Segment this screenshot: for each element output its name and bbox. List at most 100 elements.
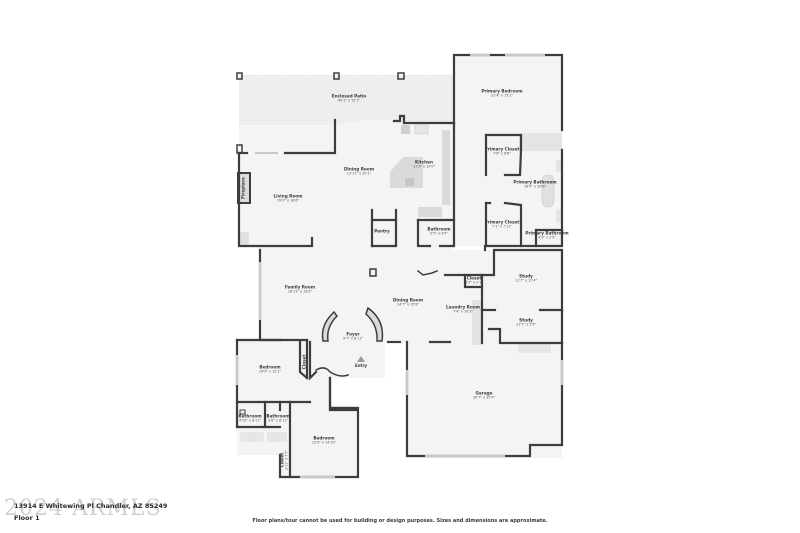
room-name: Bedroom [259, 364, 281, 370]
room-dimensions: 30'7" x 25'4" [472, 395, 496, 400]
room-dimensions: 5'5" x 4'9" [430, 231, 448, 236]
kitchen-counter-bottom [418, 207, 442, 217]
range [414, 124, 429, 135]
room-dimensions: 14'7" x 15'8" [396, 302, 420, 307]
room-dimensions: 11'7" x 5'9" [516, 322, 536, 327]
disclaimer: Floor plans/tour cannot be used for buil… [252, 518, 548, 524]
room-name: Study [519, 317, 533, 323]
room-dimensions: 3'2" x 2'1" [465, 280, 483, 285]
room-dimensions: 9'7" x 8'11" [343, 336, 363, 341]
room-dimensions: 18'11" x 18'2" [287, 289, 313, 294]
room-dimensions: 4'10" x 8'11" [238, 418, 262, 423]
room-name: Bathroom [427, 226, 451, 232]
foyer-arc-right [365, 306, 384, 342]
laundry-counter [472, 300, 482, 345]
room-dimensions: 21'4" x 15'2" [490, 93, 514, 98]
entry-icon [357, 356, 365, 362]
room-label-closet-2: Closet [301, 354, 308, 370]
room-name: Primary Bathroom [525, 230, 569, 236]
room-dimensions: 3'6" x 8'11" [268, 418, 288, 423]
closet-shelf [518, 343, 551, 353]
entry-label: Entry [354, 363, 368, 368]
room-name: Bedroom [313, 435, 335, 441]
bathtub [541, 174, 555, 208]
walls [235, 53, 564, 479]
foyer-arc-left [321, 310, 338, 342]
room-name: Bathroom [266, 413, 290, 419]
room-name: Pantry [374, 228, 390, 234]
fridge [401, 125, 410, 134]
living-corner [239, 232, 249, 246]
room-name: Bathroom [238, 413, 262, 419]
floor-label: Floor 1 [14, 514, 40, 522]
room-dimensions: 11'3" x 19'0" [412, 164, 436, 169]
room-name: Dining Room [392, 297, 424, 303]
room-name: Garage [475, 390, 493, 396]
windows [236, 54, 563, 478]
room-dimensions: 11'7" x 12'4" [514, 278, 538, 283]
room-name: Closet [466, 275, 482, 281]
room-dimensions: 7'6" x 8'6" [493, 151, 511, 156]
vanity-2 [556, 210, 562, 222]
room-name: Primary Closet [484, 146, 520, 152]
kitchen-counter [442, 130, 450, 205]
room-name: Dining Room [343, 166, 375, 172]
room-dimensions: 4'9" x 2'9" [538, 235, 556, 240]
vanity-3 [267, 432, 287, 442]
room-name: Primary Bedroom [481, 88, 523, 94]
room-dimensions: 16'0" x 20'6" [523, 184, 547, 189]
room-dimensions: 12'0" x 14'10" [311, 440, 337, 445]
room-name: Kitchen [415, 159, 433, 165]
room-name: Foyer [346, 331, 360, 337]
room-name: Family Room [284, 284, 316, 290]
room-dimensions: 2'11" x 7'7" [284, 450, 289, 470]
room-label-fireplace: Fireplace [240, 177, 247, 199]
vanity-1 [556, 160, 562, 172]
fixtures [237, 124, 562, 442]
room-name: Study [519, 273, 533, 279]
room-dimensions: 7'4" x 10'3" [453, 309, 473, 314]
bath-tub-2 [240, 432, 264, 442]
room-name: Laundry Room [445, 304, 481, 310]
room-name: Fireplace [240, 177, 246, 199]
room-label-pantry: Pantry [374, 228, 390, 235]
room-name: Living Room [273, 193, 303, 199]
floor-fills [237, 55, 562, 477]
property-address: 13914 E Whitewing Pl Chandler, AZ 85249 [14, 502, 168, 510]
shower [519, 133, 562, 151]
room-dimensions: 11'11" x 20'1" [346, 171, 372, 176]
room-name: Enclosed Patio [331, 93, 367, 99]
room-dimensions: 14'0" x 12'1" [258, 369, 282, 374]
room-dimensions: 19'0" x 18'6" [276, 198, 300, 203]
watermark: 2024 ARMLS [4, 496, 162, 521]
kitchen-island [390, 157, 423, 188]
room-name: Closet [301, 354, 307, 370]
room-dimensions: 7'1" x 7'11" [492, 224, 512, 229]
kitchen-sink [405, 178, 414, 186]
room-name: Primary Closet [484, 219, 520, 225]
